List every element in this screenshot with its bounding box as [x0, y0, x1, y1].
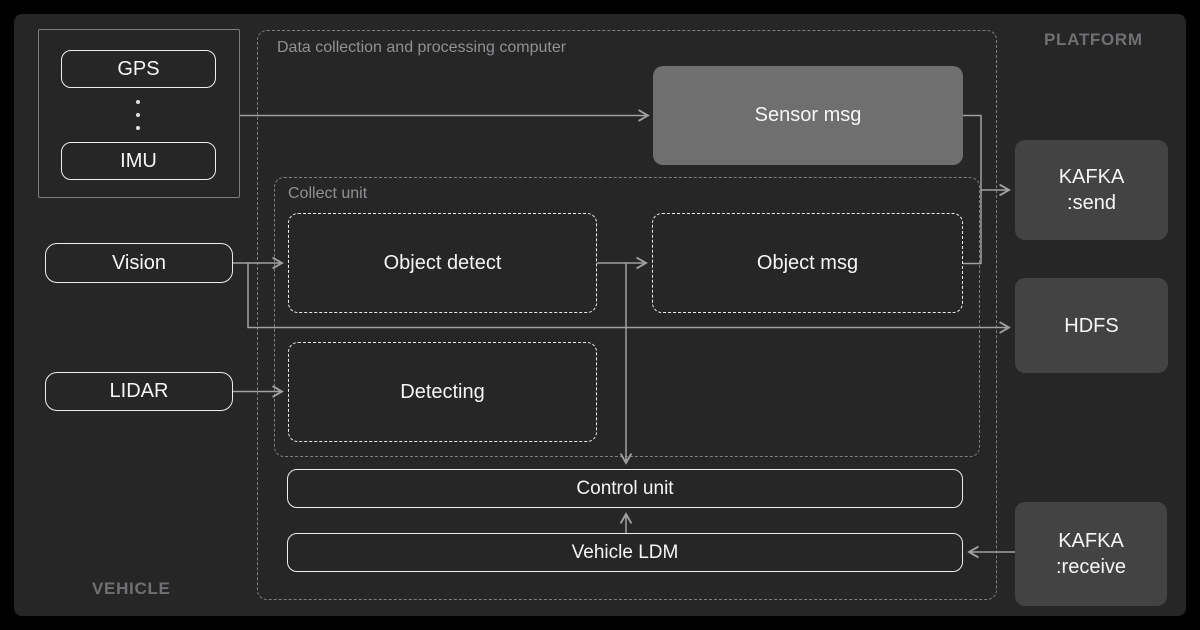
ellipsis-dot [136, 113, 140, 117]
kafka-send-label-line1: KAFKA [1058, 166, 1125, 188]
kafka-receive-label-line2: :receive [1055, 556, 1127, 578]
collect-unit-container-label: Collect unit [288, 185, 368, 202]
control-unit-node: Control unit [287, 469, 963, 508]
object-detect-node: Object detect [288, 213, 597, 313]
object-detect-label: Object detect [383, 251, 502, 274]
lidar-label: LIDAR [109, 380, 169, 402]
hdfs-node: HDFS [1015, 278, 1168, 373]
ellipsis-dot [136, 126, 140, 130]
hdfs-label: HDFS [1064, 314, 1119, 337]
ellipsis-dot [136, 100, 140, 104]
vehicle-ldm-label: Vehicle LDM [571, 541, 679, 563]
object-msg-label: Object msg [756, 251, 859, 274]
vision-node: Vision [45, 243, 233, 283]
sensor-msg-label: Sensor msg [754, 104, 862, 126]
sensor-msg-node: Sensor msg [653, 66, 963, 165]
imu-label: IMU [120, 149, 157, 172]
lidar-node: LIDAR [45, 372, 233, 411]
sensor-group-box [38, 29, 240, 198]
object-msg-node: Object msg [652, 213, 963, 313]
control-unit-label: Control unit [576, 477, 674, 499]
vision-label: Vision [111, 251, 167, 274]
data-collection-container-label: Data collection and processing computer [277, 39, 567, 56]
kafka-send-label-line2: :send [1067, 192, 1116, 214]
gps-node: GPS [61, 50, 216, 88]
gps-label: GPS [117, 57, 160, 80]
vehicle-zone-label: VEHICLE [92, 579, 171, 598]
kafka-receive-node: KAFKA :receive [1015, 502, 1167, 606]
imu-node: IMU [61, 142, 216, 180]
vehicle-ldm-node: Vehicle LDM [287, 533, 963, 572]
platform-zone-label: PLATFORM [1044, 30, 1143, 49]
kafka-send-node: KAFKA :send [1015, 140, 1168, 240]
kafka-receive-label-line1: KAFKA [1058, 530, 1124, 552]
detecting-node: Detecting [288, 342, 597, 442]
detecting-label: Detecting [400, 380, 485, 403]
